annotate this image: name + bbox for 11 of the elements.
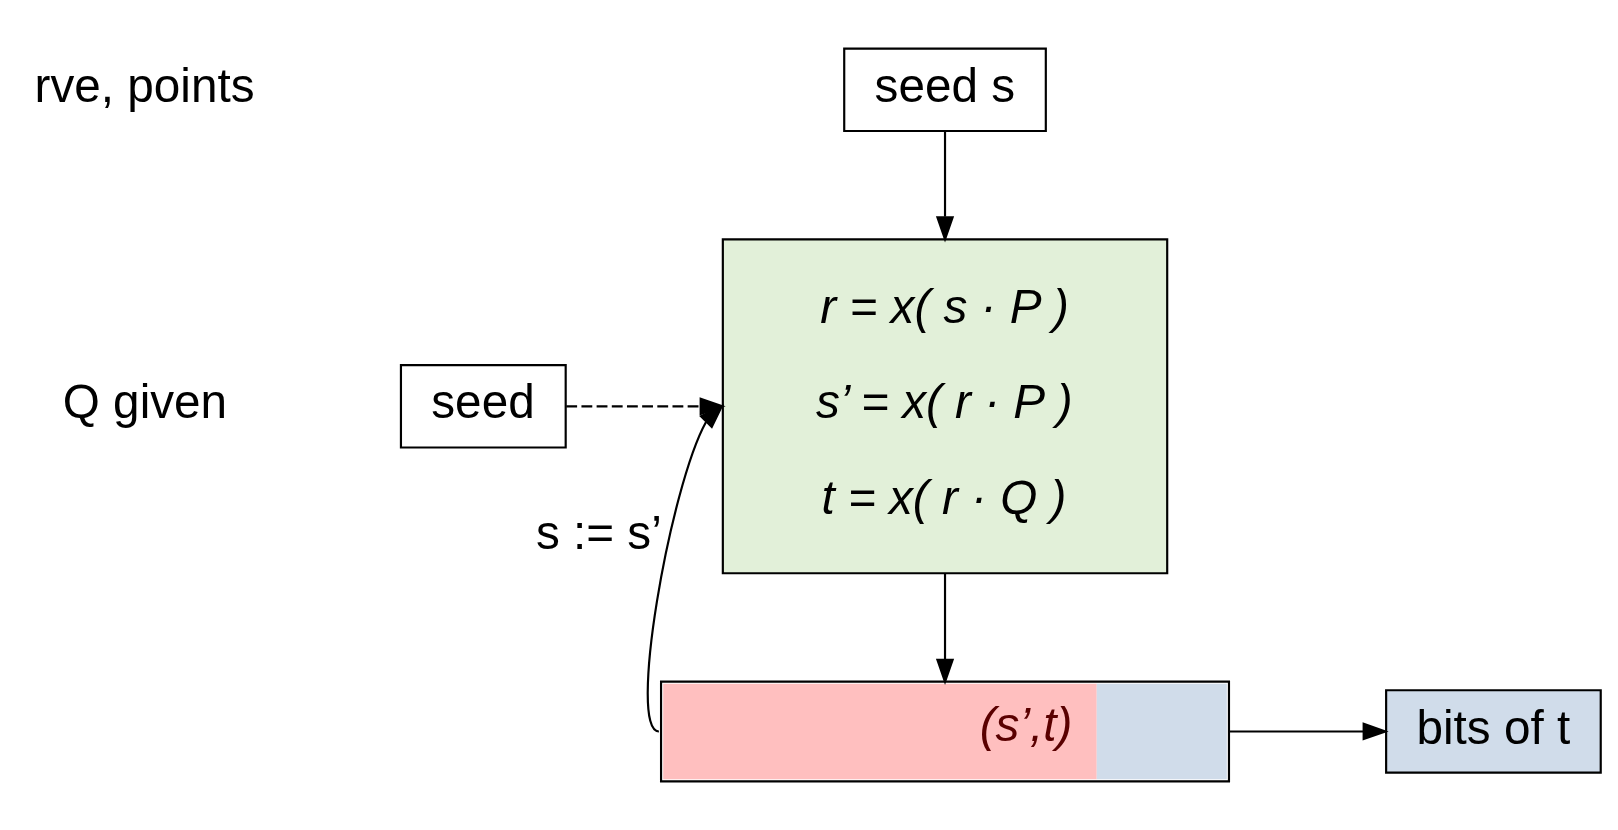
edge-label: s := s’: [535, 506, 662, 560]
node-box: seed: [399, 364, 567, 449]
arrow: [646, 404, 725, 733]
node-box: seed s: [843, 47, 1047, 133]
node-box: r = x( s · P ) s’ = x( r · P ) t = x( r · Q ): [721, 238, 1169, 575]
node-box: bits of t: [1385, 689, 1602, 774]
arrow: [935, 573, 955, 685]
arrow: [1229, 722, 1389, 741]
label: rve, points: [34, 58, 255, 112]
arrow: [935, 131, 955, 243]
label: Q given: [62, 375, 228, 429]
